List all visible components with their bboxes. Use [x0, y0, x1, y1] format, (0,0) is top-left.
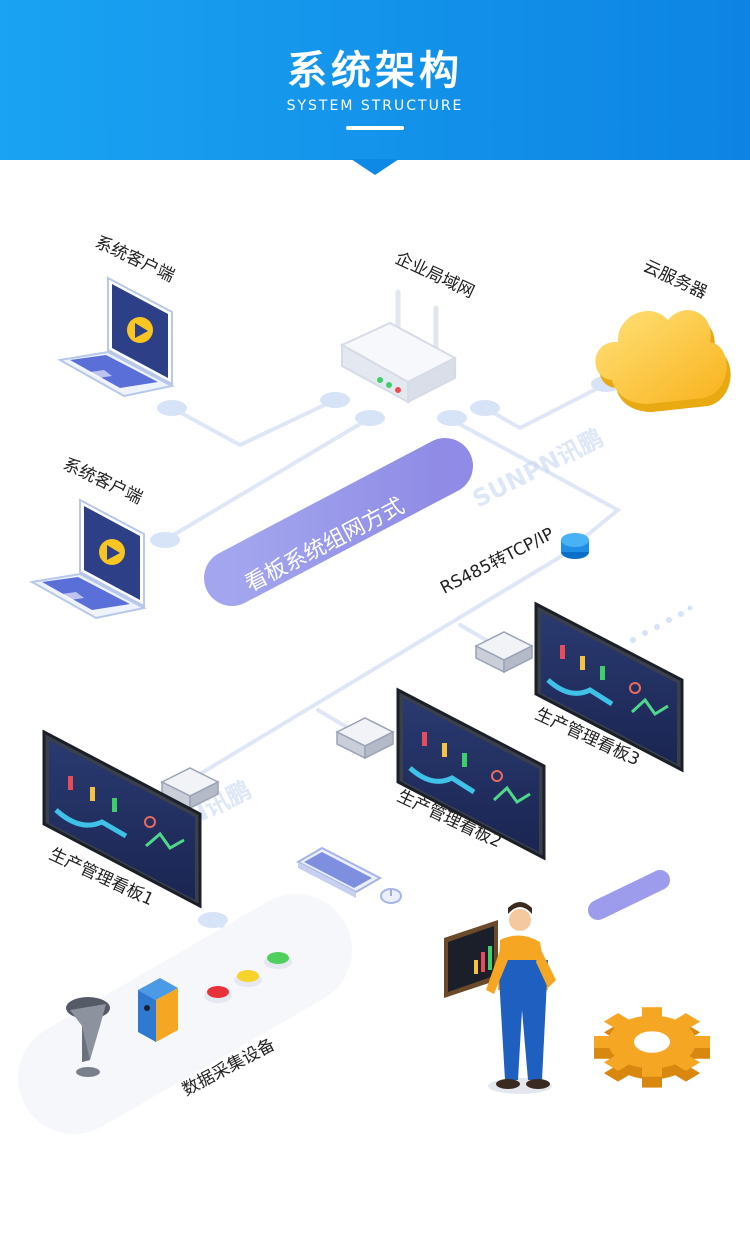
page-subtitle: SYSTEM STRUCTURE [286, 98, 464, 114]
page-title: 系统架构 [287, 48, 463, 94]
node [355, 410, 385, 426]
mouse-icon [380, 888, 402, 904]
barcode-scanner-icon [66, 997, 110, 1077]
label-client-top: 系统客户端 [92, 232, 177, 286]
dashboard-screen-1 [42, 729, 202, 909]
dashboard-screen-2 [396, 687, 546, 861]
label-converter: RS485转TCP/IP [437, 524, 557, 598]
gateway-box-2 [335, 717, 395, 760]
label-client-mid: 系统客户端 [60, 454, 145, 508]
data-collect-group: 数据采集设备 [18, 894, 352, 1134]
line-bus [188, 546, 577, 782]
network-banner: 看板系统组网方式 [204, 438, 473, 606]
worker-figure [444, 902, 556, 1094]
node [157, 400, 187, 416]
button-yellow-icon [234, 970, 262, 987]
laptop-client-top [57, 276, 175, 398]
header-notch [351, 159, 399, 175]
button-red-icon [204, 986, 232, 1003]
gear-icon [594, 1007, 710, 1088]
header-banner [0, 0, 750, 160]
node [320, 392, 350, 408]
label-cloud: 云服务器 [640, 256, 710, 303]
button-green-icon [264, 952, 292, 969]
gateway-box-3 [474, 631, 534, 674]
sensor-device-icon [138, 978, 178, 1042]
decor-pill [588, 870, 670, 920]
node [198, 912, 228, 928]
node [150, 532, 180, 548]
keyboard-icon [295, 846, 383, 898]
dashboard-screen-3 [534, 601, 684, 773]
label-router: 企业局域网 [392, 248, 477, 302]
node [437, 410, 467, 426]
line-router-converter [450, 418, 622, 547]
line-cloud [483, 382, 608, 431]
cloud-server-icon [595, 310, 731, 412]
title-underline [346, 126, 404, 130]
decor-dots [630, 605, 693, 643]
line-client-top [170, 398, 337, 448]
router-device [339, 289, 458, 404]
gateway-box-1 [160, 767, 220, 810]
laptop-client-mid [29, 498, 147, 620]
converter-device [561, 533, 589, 559]
watermark-top: SUNPN讯鹏 [468, 424, 608, 514]
node [470, 400, 500, 416]
line-client-mid [163, 416, 372, 542]
